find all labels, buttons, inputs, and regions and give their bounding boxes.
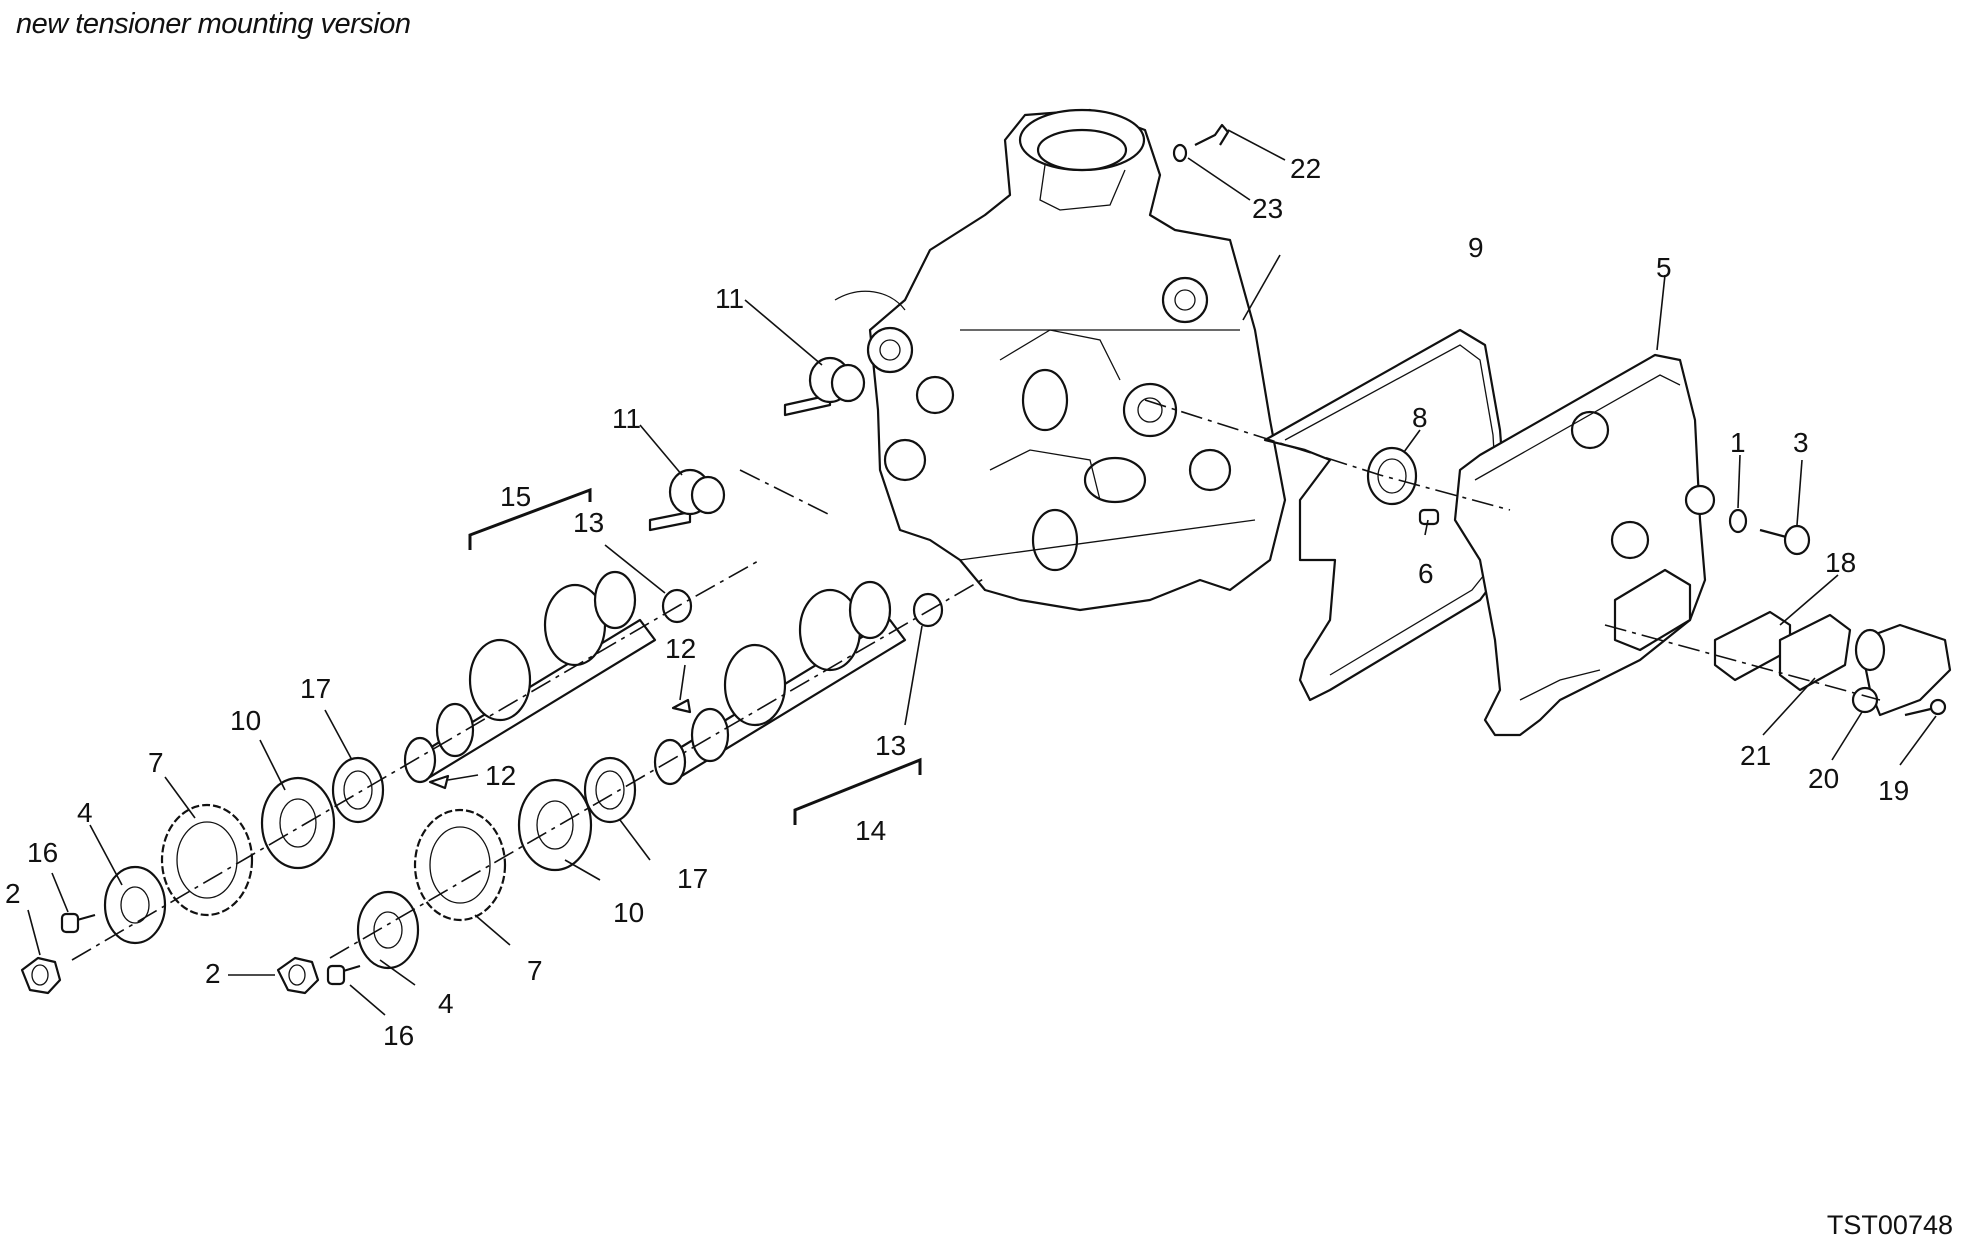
callout-8: 8 — [1412, 402, 1428, 433]
stud-upper — [783, 356, 866, 417]
callout-10-left: 10 — [230, 705, 261, 736]
screw-3 — [1759, 524, 1811, 556]
callout-12-upper: 12 — [665, 633, 696, 664]
cylinder-head — [834, 108, 1287, 612]
callout-15: 15 — [500, 481, 531, 512]
callout-2-left: 2 — [5, 878, 21, 909]
callout-17-left: 17 — [300, 673, 331, 704]
washer-23 — [1172, 143, 1188, 163]
callout-11-upper: 11 — [715, 283, 744, 314]
callout-4-left: 4 — [77, 797, 93, 828]
callout-16-left: 16 — [27, 837, 58, 868]
callout-19: 19 — [1878, 775, 1909, 806]
screw-right — [326, 964, 361, 986]
axis-line-2 — [329, 577, 986, 959]
screw-19 — [1904, 698, 1947, 717]
diagram-title: new tensioner mounting version — [16, 8, 411, 40]
key-lower — [428, 774, 450, 790]
breather-cover-18 — [1713, 610, 1792, 682]
callout-16-right: 16 — [383, 1020, 414, 1051]
o-ring-1 — [1728, 508, 1748, 534]
gasket-21 — [1778, 613, 1852, 692]
axis-line-1 — [71, 559, 761, 961]
bracket-15 — [468, 487, 592, 550]
callout-6: 6 — [1418, 558, 1434, 589]
callout-3: 3 — [1793, 427, 1809, 458]
bracket-14 — [793, 757, 922, 825]
nut-left — [20, 956, 62, 995]
callout-14: 14 — [855, 815, 886, 846]
nut-right — [276, 956, 320, 995]
callout-21: 21 — [1740, 740, 1771, 771]
cover-gasket — [1263, 328, 1512, 702]
key-upper — [671, 698, 692, 714]
cover-seal — [1366, 446, 1418, 506]
callout-13-lower: 13 — [875, 730, 906, 761]
callout-1: 1 — [1730, 427, 1746, 458]
callout-18: 18 — [1825, 547, 1856, 578]
hub-right — [517, 778, 593, 872]
dowel-pin — [1418, 508, 1440, 526]
callout-23: 23 — [1252, 193, 1283, 224]
callout-9: 9 — [1468, 232, 1484, 263]
pulley-right — [413, 808, 507, 922]
callout-13-upper: 13 — [573, 507, 604, 538]
camshaft-exhaust — [403, 570, 657, 784]
axis-line-3 — [739, 469, 831, 516]
callout-11-lower: 11 — [612, 403, 641, 434]
callout-22: 22 — [1290, 153, 1321, 184]
drawing-code: TST00748 — [1826, 1210, 1953, 1240]
screw-left — [60, 912, 96, 934]
axis-line-4 — [1144, 399, 1511, 511]
pulley-left — [160, 803, 254, 917]
callout-20: 20 — [1808, 763, 1839, 794]
axis-line-5 — [1604, 624, 1881, 701]
plug-lower — [912, 592, 944, 628]
callout-12-lower: 12 — [485, 760, 516, 791]
callout-5: 5 — [1656, 252, 1672, 283]
callout-4-right: 4 — [438, 988, 454, 1019]
callouts: 2 2 4 4 16 16 7 7 10 10 17 17 12 12 13 1… — [5, 153, 1909, 1051]
callout-2-right: 2 — [205, 958, 221, 989]
timing-cover — [1453, 353, 1716, 737]
seal-right — [583, 756, 637, 824]
callout-17-right: 17 — [677, 863, 708, 894]
callout-7-right: 7 — [527, 955, 543, 986]
sensor-22 — [1194, 123, 1230, 146]
plate-right — [356, 890, 420, 970]
tensioner-20 — [1851, 623, 1952, 717]
stud-lower — [648, 468, 726, 532]
plate-left — [103, 865, 167, 945]
callout-7-left: 7 — [148, 747, 164, 778]
camshaft-intake — [653, 580, 907, 786]
leader-lines — [27, 129, 1937, 1016]
hub-left — [260, 776, 336, 870]
seal-left — [331, 756, 385, 824]
callout-10-right: 10 — [613, 897, 644, 928]
